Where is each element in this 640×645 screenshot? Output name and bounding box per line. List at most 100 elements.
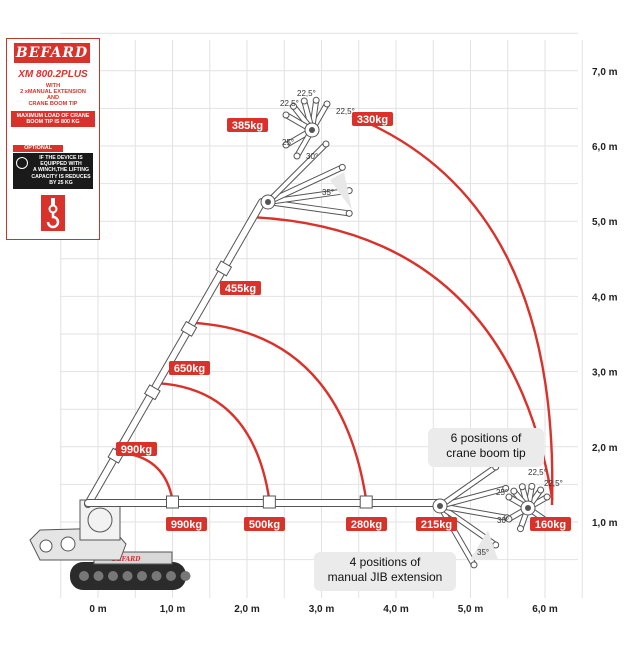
jib-load-label-bg xyxy=(530,517,571,531)
upper-fan-arm xyxy=(266,188,352,204)
boom-load-label-bg xyxy=(220,281,261,295)
jib-load-label-text: 160kg xyxy=(535,519,566,531)
jib-load-label-text: 500kg xyxy=(249,519,280,531)
jib-joint xyxy=(262,495,276,509)
x-tick-label: 3,0 m xyxy=(309,604,335,615)
tip-load-label-text: 330kg xyxy=(357,114,388,126)
grid xyxy=(60,32,583,598)
tip-load-label-bg xyxy=(352,112,393,126)
lower-fan-arm xyxy=(438,504,476,567)
boom-load-label: 650kg xyxy=(169,361,210,375)
x-tick-label: 1,0 m xyxy=(160,604,186,615)
x-tick-label: 4,0 m xyxy=(383,604,409,615)
subtitle-line-3: AND xyxy=(46,95,60,101)
subtitle-line-1: WITH xyxy=(45,83,61,89)
model-name: XM 800.2PLUS xyxy=(18,69,88,80)
track-wheel xyxy=(122,571,133,581)
y-tick-label: 1,0 m xyxy=(592,518,618,529)
reach-arc xyxy=(157,382,271,501)
top-fan-pin xyxy=(300,97,308,105)
max-load-line-1: MAXIMUM LOAD OF CRANE xyxy=(16,113,90,119)
angle-label: 30° xyxy=(306,152,318,161)
jib-load-label: 160kg xyxy=(530,517,571,531)
angle-label: 22,5° xyxy=(528,468,547,477)
tip-note-line-2: crane boom tip xyxy=(446,446,526,460)
top-fan-pin xyxy=(282,141,290,149)
lower-fan-arm xyxy=(438,464,498,508)
jib-joint xyxy=(166,495,179,509)
jib-load-label-bg xyxy=(166,517,207,531)
tip-fan-hub-center xyxy=(525,505,531,511)
y-tick-label: 7,0 m xyxy=(592,67,618,78)
machine-brand-label: BEFARD xyxy=(111,556,141,563)
lower-fan-pin xyxy=(502,484,510,492)
boom-joint xyxy=(180,320,198,337)
x-tick-label: 2,0 m xyxy=(234,604,260,615)
tip-fan-pin xyxy=(537,486,545,494)
angle-label: 30° xyxy=(497,516,509,525)
hook-icon-box xyxy=(41,195,65,231)
boom-joint xyxy=(144,384,161,401)
track-wheel xyxy=(166,571,176,581)
jib-joint xyxy=(359,495,373,509)
tip-fan-pin xyxy=(516,525,524,533)
jib-load-label: 990kg xyxy=(166,517,207,531)
jib-load-label: 280kg xyxy=(346,517,387,531)
jib-load-label: 215kg xyxy=(416,517,457,531)
tip-positions-note: 6 positions of crane boom tip xyxy=(428,428,544,467)
jib-note-line-2: manual JIB extension xyxy=(327,570,443,584)
tip-fan-pin xyxy=(505,515,513,523)
reach-arc-tip xyxy=(351,114,554,506)
jib-load-label: 500kg xyxy=(244,517,285,531)
jib-load-label-bg xyxy=(346,517,387,531)
angle-shade xyxy=(470,530,498,560)
turret-slew xyxy=(87,507,113,533)
crane-machine: BEFARD xyxy=(29,499,191,590)
angle-shade xyxy=(330,172,352,210)
angle-label: 25° xyxy=(496,488,508,497)
jib-load-label-bg xyxy=(244,517,285,531)
boom-load-label-text: 455kg xyxy=(225,283,256,295)
outrigger-foot xyxy=(39,539,53,553)
angle-label: 22,5° xyxy=(336,107,355,116)
upper-fan-arm xyxy=(266,165,345,204)
tip-fan-pin xyxy=(505,493,513,501)
subtitle-line-2: 2 xMANUAL EXTENSION xyxy=(20,89,86,95)
angle-label: 22,5° xyxy=(297,89,316,98)
jib-load-label-text: 280kg xyxy=(351,519,382,531)
jib-load-label-text: 215kg xyxy=(421,519,452,531)
lower-fan-hub-center xyxy=(437,503,443,509)
angle-label: 22,5° xyxy=(544,479,563,488)
max-load-line-2: BOOM TIP IS 800 KG xyxy=(26,119,80,126)
outrigger-foot xyxy=(60,536,76,552)
upper-fan-pin xyxy=(345,209,353,217)
jib-load-label-text: 990kg xyxy=(171,519,202,531)
subtitle-line-4: CRANE BOOM TIP xyxy=(28,101,78,107)
top-fan-pin xyxy=(323,100,331,108)
x-tick-label: 6,0 m xyxy=(532,604,558,615)
boom-load-label-text: 385kg xyxy=(232,120,263,132)
x-tick-label: 5,0 m xyxy=(458,604,484,615)
tip-load-label: 330kg xyxy=(352,112,393,126)
boom-joint xyxy=(215,260,233,277)
winch-note-line-1: IF THE DEVICE IS xyxy=(39,155,83,161)
optional-label: OPTIONAL xyxy=(13,145,63,152)
top-fan-hub-center xyxy=(309,127,315,133)
lower-fan-pin xyxy=(470,561,478,569)
reach-arc xyxy=(117,451,174,501)
track-wheel xyxy=(151,571,162,581)
reach-arcs xyxy=(117,114,554,506)
track-wheel xyxy=(108,571,118,581)
top-fan-pin xyxy=(290,102,298,110)
upper-fan-pin xyxy=(338,163,346,171)
x-tick-label: 0 m xyxy=(89,604,106,615)
upper-fan-pin xyxy=(322,140,330,148)
track-wheel xyxy=(93,571,104,581)
jib-load-label-bg xyxy=(416,517,457,531)
jib-note-line-1: 4 positions of xyxy=(349,555,421,569)
y-tick-label: 3,0 m xyxy=(592,368,618,379)
winch-icon xyxy=(16,157,28,169)
